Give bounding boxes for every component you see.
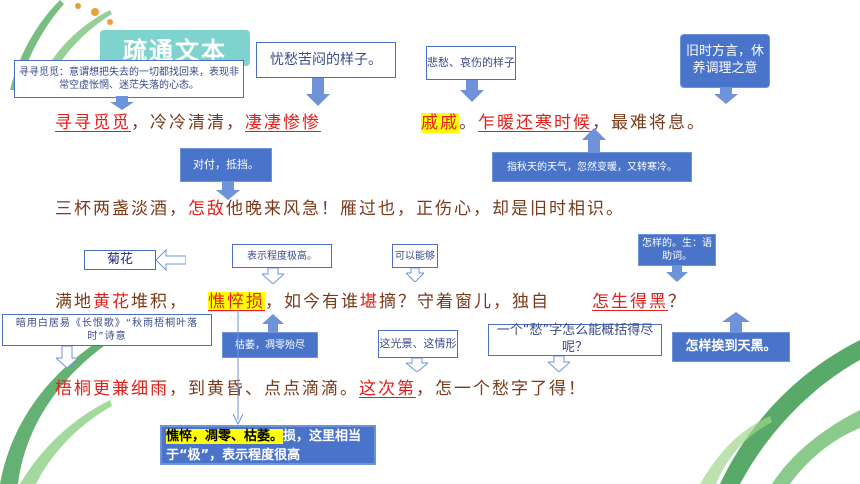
arrow-left-icon [156, 248, 186, 272]
callout-yigechou: 一个“愁”字怎么能概括得尽呢？ [488, 323, 662, 356]
poem-line-3: 满地黄花堆积，憔悴损，如今有谁堪摘？守着窗儿，独自怎生得黑？ [55, 292, 687, 312]
callout-juhua: 菊花 [84, 250, 156, 270]
poem-line-1: 寻寻觅觅，冷冷清清，凄凄惨惨戚戚。乍暖还寒时候，最难将息。 [55, 113, 706, 133]
arrow-up-icon [722, 312, 750, 332]
callout-anyong: 暗用白居易《长恨歌》“秋雨梧桐叶落时”诗意 [2, 314, 212, 346]
arrow-down-icon [216, 182, 240, 200]
arrow-down-icon [406, 268, 424, 282]
note-highlight: 憔悴，凋零、枯萎。 [166, 429, 284, 444]
arrow-down-icon [306, 78, 330, 106]
poem-line-4: 梧桐更兼细雨，到黄昏、点点滴滴。这次第，怎一个愁字了得！ [55, 379, 587, 399]
callout-kuwei: 枯萎，凋零殆尽 [222, 332, 318, 358]
callout-zhaqiu: 指秋天的天气，忽然变暖，又转寒冷。 [492, 152, 692, 182]
arrow-up-icon [262, 314, 284, 334]
callout-zheguang: 这光景、这情形 [378, 330, 458, 358]
arrow-down-icon [548, 356, 570, 372]
callout-beichou: 悲愁、哀伤的样子 [426, 46, 516, 80]
callout-xunxun: 寻寻觅觅：意谓想把失去的一切都找回来，表现非常空虚怅惘、迷茫失落的心态。 [14, 60, 244, 98]
arrow-down-icon [110, 96, 134, 110]
arrow-down-icon [460, 80, 484, 102]
arrow-down-icon [666, 266, 688, 282]
callout-zenshengde: 怎样的。生：语助词。 [638, 234, 716, 266]
leaf-decoration-bottom-right [700, 340, 860, 484]
arrow-up-icon [582, 128, 606, 152]
arrow-down-icon [406, 358, 428, 372]
callout-duifu: 对付，抵挡。 [180, 148, 272, 182]
poem-line-2: 三杯两盏淡酒，怎敌他晚来风急！雁过也，正伤心，却是旧时相识。 [55, 199, 625, 219]
arrow-down-icon [262, 268, 284, 284]
callout-keyi: 可以能够 [392, 244, 438, 268]
arrow-down-icon [56, 346, 78, 368]
callout-zenyang: 怎样挨到天黑。 [672, 332, 790, 362]
connector-line [232, 310, 244, 426]
note-text: 损，这里相当于“极”，表示程度很高 [166, 429, 362, 463]
callout-biaoshi: 表示程度极高。 [232, 244, 332, 268]
note-box: 憔悴，凋零、枯萎。损，这里相当于“极”，表示程度很高 [160, 425, 376, 465]
callout-qiqi: 忧愁苦闷的样子。 [256, 42, 396, 78]
callout-jiushi: 旧时方言，休养调理之意 [680, 34, 770, 88]
arrow-down-icon [714, 88, 738, 104]
